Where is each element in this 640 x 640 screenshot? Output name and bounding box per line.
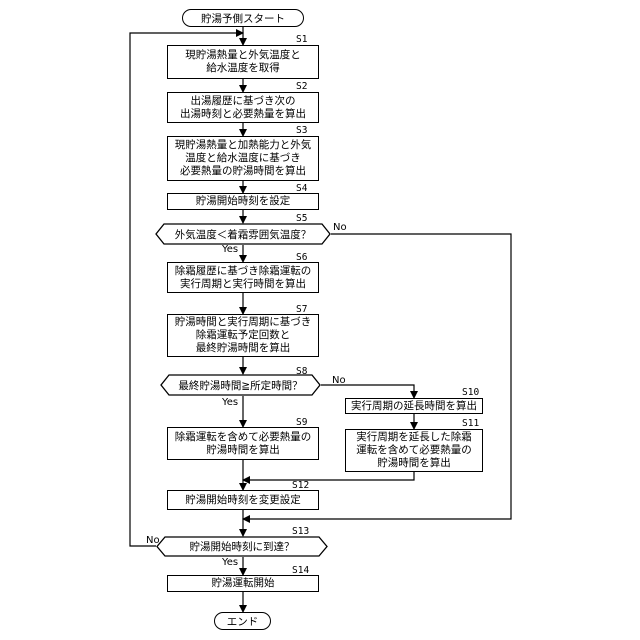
- step-label-s2: S2: [296, 81, 307, 92]
- s11-line-1: 実行周期を延長した除霜: [356, 431, 472, 444]
- process-s11: 実行周期を延長した除霜 運転を含めて必要熱量の 貯湯時間を算出: [345, 429, 483, 472]
- arrow-s8-no-branch: [321, 385, 414, 398]
- s2-line-2: 出湯時刻と必要熱量を算出: [180, 108, 306, 121]
- s13-yes-label: Yes: [222, 557, 238, 568]
- s11-line-3: 貯湯時間を算出: [377, 457, 451, 470]
- decision-s8: 最終貯湯時間≧所定時間？: [160, 374, 321, 396]
- step-label-s13: S13: [292, 526, 309, 537]
- step-label-s5: S5: [296, 213, 307, 224]
- step-label-s9: S9: [296, 417, 307, 428]
- process-s9: 除霜運転を含めて必要熱量の 貯湯時間を算出: [167, 427, 319, 460]
- process-s4: 貯湯開始時刻を設定: [167, 193, 319, 210]
- process-s12: 貯湯開始時刻を変更設定: [167, 490, 319, 510]
- step-label-s11: S11: [462, 418, 479, 429]
- s3-line-3: 必要熱量の貯湯時間を算出: [180, 165, 306, 178]
- s4-line-1: 貯湯開始時刻を設定: [196, 195, 291, 208]
- process-s6: 除霜履歴に基づき除霜運転の 実行周期と実行時間を算出: [167, 262, 319, 293]
- s12-line-1: 貯湯開始時刻を変更設定: [185, 494, 301, 507]
- step-label-s12: S12: [292, 480, 309, 491]
- s7-line-1: 貯湯時間と実行周期に基づき: [175, 316, 312, 329]
- end-terminal: エンド: [214, 612, 271, 630]
- s8-no-label: No: [332, 375, 346, 386]
- end-label: エンド: [227, 614, 259, 629]
- start-label: 貯湯予側スタート: [201, 11, 285, 26]
- s5-yes-label: Yes: [222, 244, 238, 255]
- decision-s13: 貯湯開始時刻に到達？: [156, 536, 328, 557]
- process-s3: 現貯湯熱量と加熱能力と外気 温度と給水温度に基づき 必要熱量の貯湯時間を算出: [167, 136, 319, 181]
- s6-line-2: 実行周期と実行時間を算出: [180, 278, 306, 291]
- s8-yes-label: Yes: [222, 397, 238, 408]
- s7-line-3: 最終貯湯時間を算出: [196, 342, 291, 355]
- process-s2: 出湯履歴に基づき次の 出湯時刻と必要熱量を算出: [167, 92, 319, 123]
- step-label-s8: S8: [296, 366, 307, 377]
- step-label-s1: S1: [296, 34, 307, 45]
- s6-line-1: 除霜履歴に基づき除霜運転の: [175, 265, 312, 278]
- s1-line-2: 給水温度を取得: [206, 62, 280, 75]
- step-label-s7: S7: [296, 304, 307, 315]
- s3-line-2: 温度と給水温度に基づき: [185, 152, 301, 165]
- start-terminal: 貯湯予側スタート: [182, 9, 304, 27]
- step-label-s14: S14: [292, 565, 309, 576]
- s1-line-1: 現貯湯熱量と外気温度と: [185, 49, 301, 62]
- step-label-s10: S10: [462, 387, 479, 398]
- s11-line-2: 運転を含めて必要熱量の: [356, 444, 472, 457]
- s5-no-label: No: [333, 222, 347, 233]
- step-label-s4: S4: [296, 183, 307, 194]
- process-s7: 貯湯時間と実行周期に基づき 除霜運転予定回数と 最終貯湯時間を算出: [167, 314, 319, 357]
- process-s14: 貯湯運転開始: [167, 575, 319, 592]
- s5-question: 外気温度＜着霜雰囲気温度？: [175, 227, 312, 242]
- s14-line-1: 貯湯運転開始: [212, 577, 275, 590]
- s2-line-1: 出湯履歴に基づき次の: [191, 95, 296, 108]
- step-label-s3: S3: [296, 125, 307, 136]
- s10-line-1: 実行周期の延長時間を算出: [351, 400, 477, 413]
- process-s1: 現貯湯熱量と外気温度と 給水温度を取得: [167, 45, 319, 79]
- s3-line-1: 現貯湯熱量と加熱能力と外気: [175, 139, 312, 152]
- s9-line-1: 除霜運転を含めて必要熱量の: [175, 431, 312, 444]
- s9-line-2: 貯湯時間を算出: [206, 444, 280, 457]
- decision-s5: 外気温度＜着霜雰囲気温度？: [155, 223, 331, 245]
- arrow-s11-to-s12: [243, 472, 414, 480]
- s8-question: 最終貯湯時間≧所定時間？: [178, 378, 302, 393]
- process-s10: 実行周期の延長時間を算出: [345, 398, 483, 414]
- s13-question: 貯湯開始時刻に到達？: [190, 539, 295, 554]
- s7-line-2: 除霜運転予定回数と: [196, 329, 291, 342]
- step-label-s6: S6: [296, 252, 307, 263]
- s13-no-label: No: [146, 535, 160, 546]
